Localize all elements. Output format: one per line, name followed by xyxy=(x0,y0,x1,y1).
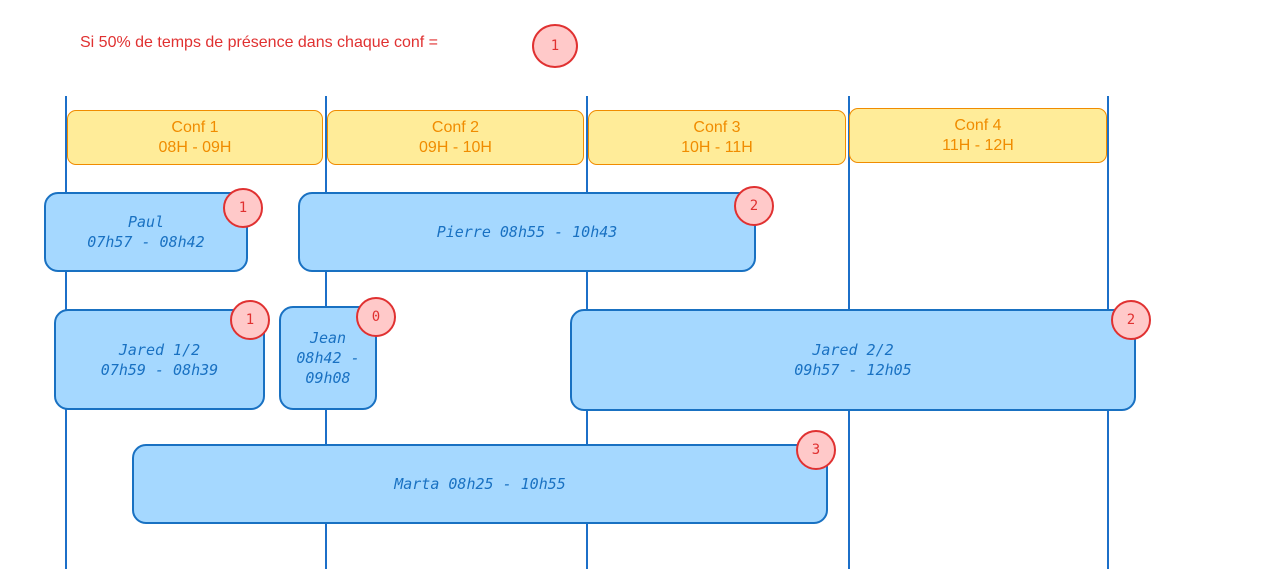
attendee-jared2-time: 09h57 - 12h05 xyxy=(794,361,912,379)
conf-1-box: Conf 1 08H - 09H xyxy=(67,110,323,165)
attendee-jared1-bar: Jared 1/2 07h59 - 08h39 xyxy=(54,309,265,410)
conf-2-name: Conf 2 xyxy=(431,118,480,136)
rule-count-badge: 1 xyxy=(532,24,578,68)
attendee-jared1-time: 07h59 - 08h39 xyxy=(100,360,219,379)
attendee-jared2-name: Jared 2/2 xyxy=(812,341,894,359)
attendee-marta-count-badge: 3 xyxy=(796,430,836,470)
attendee-pierre-label: Pierre 08h55 - 10h43 xyxy=(436,223,618,241)
attendee-jean-time-end: 09h08 xyxy=(305,369,351,387)
attendee-jared2-count-badge: 2 xyxy=(1111,300,1151,340)
attendee-pierre-bar: Pierre 08h55 - 10h43 xyxy=(298,192,756,272)
conf-1-time: 08H - 09H xyxy=(158,138,232,156)
attendee-paul-count-badge: 1 xyxy=(223,188,263,228)
attendee-marta-label: Marta 08h25 - 10h55 xyxy=(394,475,566,493)
conf-4-name: Conf 4 xyxy=(954,116,1002,134)
conf-1-name: Conf 1 xyxy=(171,118,219,136)
attendee-jean-time-start: 08h42 - xyxy=(296,349,360,367)
attendee-pierre-count-badge: 2 xyxy=(734,186,774,226)
attendee-jared1-count-badge: 1 xyxy=(230,300,270,340)
attendee-jean-name: Jean xyxy=(309,329,347,347)
attendee-marta-bar: Marta 08h25 - 10h55 xyxy=(132,444,828,524)
conf-2-time: 09H - 10H xyxy=(419,138,492,156)
conf-3-time: 10H - 11H xyxy=(681,138,753,156)
attendee-paul-bar: Paul 07h57 - 08h42 xyxy=(44,192,248,272)
attendee-paul-time: 07h57 - 08h42 xyxy=(87,233,205,251)
attendee-jean-count-badge: 0 xyxy=(356,297,396,337)
conf-3-name: Conf 3 xyxy=(693,118,741,136)
conf-3-box: Conf 3 10H - 11H xyxy=(588,110,846,165)
conf-4-time: 11H - 12H xyxy=(942,136,1014,154)
attendee-paul-name: Paul xyxy=(127,213,165,231)
conf-2-box: Conf 2 09H - 10H xyxy=(327,110,584,165)
conf-4-box: Conf 4 11H - 12H xyxy=(849,108,1107,163)
rule-caption: Si 50% de temps de présence dans chaque … xyxy=(80,34,439,51)
attendee-jared1-name: Jared 1/2 xyxy=(118,340,201,359)
attendee-jean-bar: Jean 08h42 - 09h08 xyxy=(279,306,377,410)
attendee-jared2-bar: Jared 2/2 09h57 - 12h05 xyxy=(570,309,1136,411)
